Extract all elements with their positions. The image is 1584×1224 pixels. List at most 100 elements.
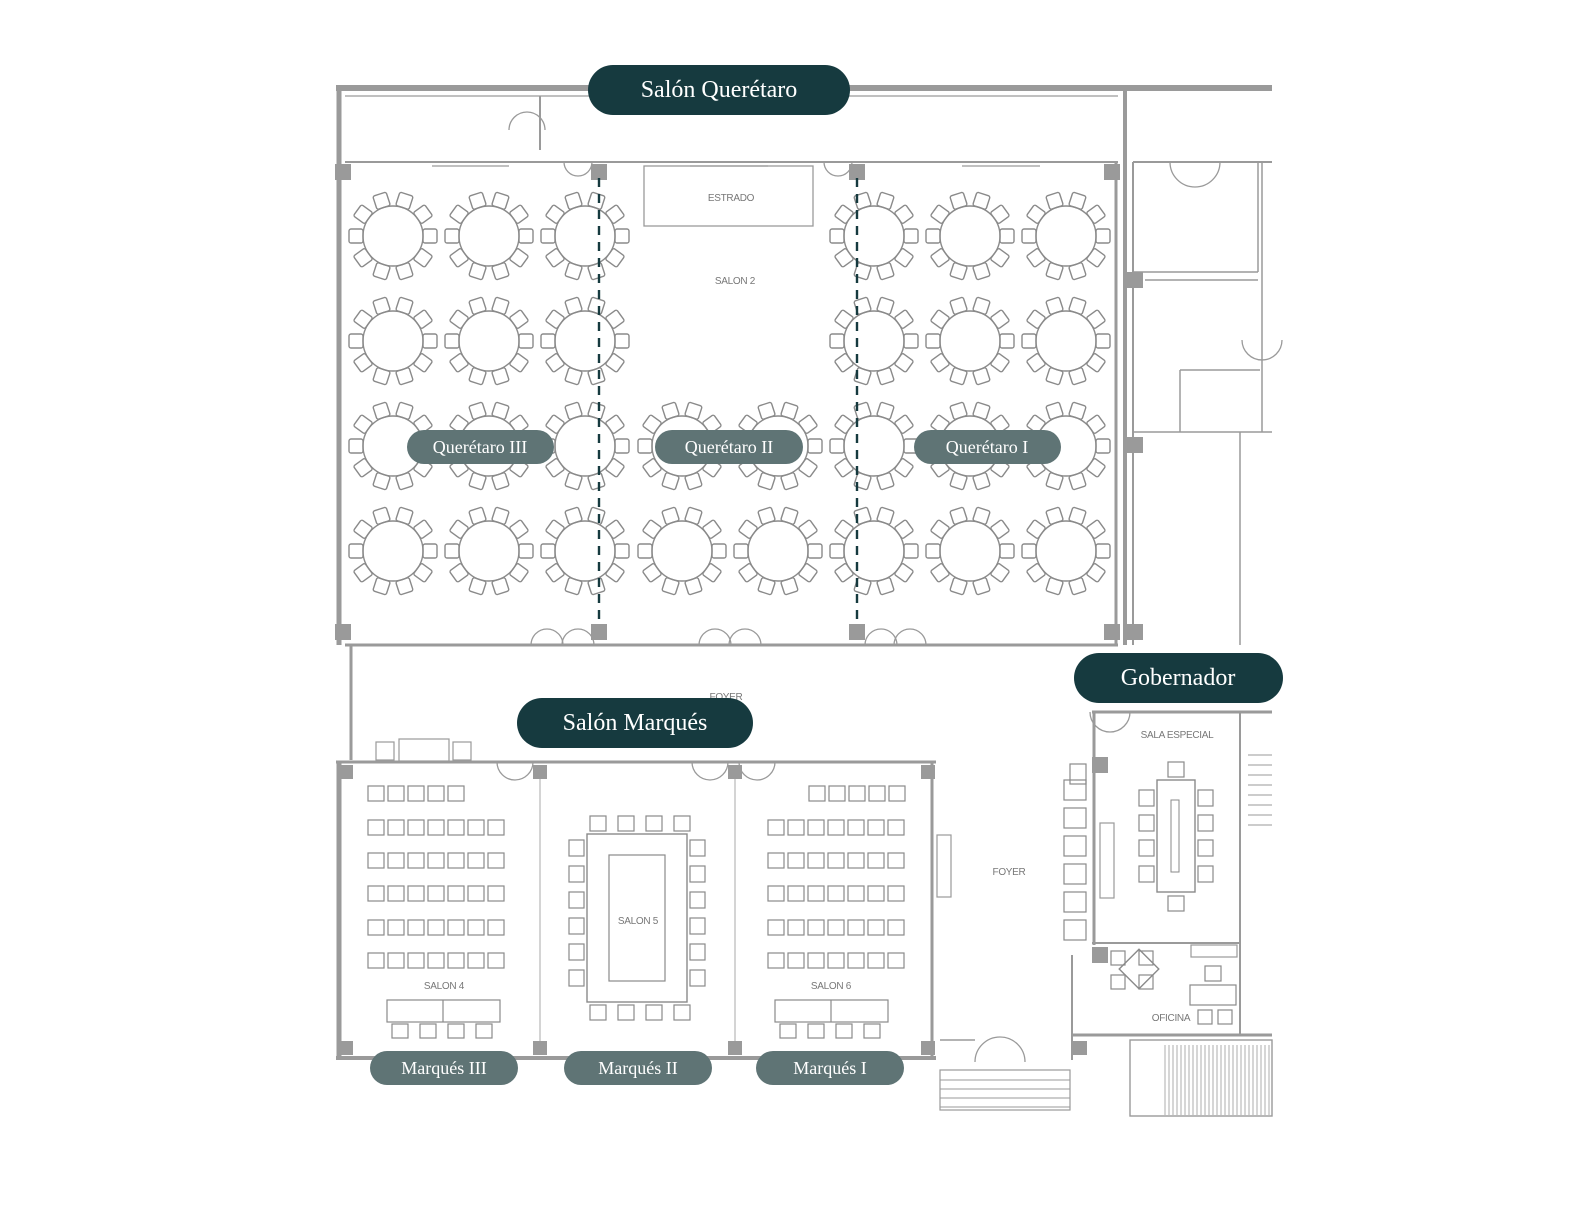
- seat: [689, 969, 706, 987]
- chair: [372, 472, 391, 491]
- chair: [780, 401, 799, 420]
- seat: [827, 919, 845, 936]
- chair: [972, 367, 991, 386]
- chair: [413, 309, 433, 329]
- chair: [509, 248, 529, 268]
- chair: [587, 506, 606, 525]
- chair: [1021, 543, 1037, 559]
- chair: [853, 262, 872, 281]
- header-pill-salon-marques[interactable]: Salón Marqués: [517, 698, 753, 748]
- seat: [807, 885, 825, 902]
- section-pill-marques-1[interactable]: Marqués I: [756, 1051, 904, 1085]
- column: [533, 765, 547, 779]
- chair: [491, 401, 510, 420]
- seat: [407, 785, 425, 802]
- chair: [1068, 367, 1087, 386]
- chair: [876, 191, 895, 210]
- room-label-salon-6: SALON 6: [811, 981, 852, 992]
- seat: [689, 839, 706, 857]
- door-swing: [728, 628, 762, 646]
- chair: [491, 577, 510, 596]
- lobby-chair: [1063, 891, 1087, 913]
- section-pill-marques-3[interactable]: Marqués III: [370, 1051, 518, 1085]
- round-table-set: [348, 401, 438, 491]
- seat: [1138, 974, 1154, 990]
- round-table-set: [444, 506, 534, 596]
- chair: [738, 519, 758, 539]
- section-pill-marques-2[interactable]: Marqués II: [564, 1051, 712, 1085]
- section-pill-queretaro-3[interactable]: Querétaro III: [407, 430, 554, 464]
- header-pill-salon-queretaro[interactable]: Salón Querétaro: [588, 65, 850, 115]
- round-table-set: [829, 191, 919, 281]
- chair: [509, 309, 529, 329]
- seat: [867, 819, 885, 836]
- lobby-chair: [1063, 919, 1087, 941]
- seat: [419, 1023, 437, 1039]
- board-table: [1156, 779, 1196, 893]
- seat: [568, 917, 585, 935]
- seat: [487, 885, 505, 902]
- seat: [367, 885, 385, 902]
- seat: [487, 952, 505, 969]
- seat: [689, 917, 706, 935]
- chair: [1095, 438, 1111, 454]
- chair: [353, 204, 373, 224]
- chair: [780, 472, 799, 491]
- chair: [468, 577, 487, 596]
- section-pill-queretaro-2[interactable]: Querétaro II: [655, 430, 803, 464]
- chair: [413, 353, 433, 373]
- seat: [568, 839, 585, 857]
- door-swing: [1241, 339, 1283, 361]
- seat: [767, 885, 785, 902]
- chair: [949, 262, 968, 281]
- room-label-sala-especial: SALA ESPECIAL: [1141, 730, 1215, 741]
- seat: [787, 819, 805, 836]
- chair: [468, 262, 487, 281]
- chair: [894, 204, 914, 224]
- chair: [829, 333, 845, 349]
- seat: [787, 919, 805, 936]
- chair: [395, 577, 414, 596]
- chair: [780, 577, 799, 596]
- seat: [447, 1023, 465, 1039]
- seat: [367, 785, 385, 802]
- chair: [834, 563, 854, 583]
- seat: [387, 819, 405, 836]
- seat: [1197, 839, 1214, 857]
- seat: [867, 885, 885, 902]
- section-pill-queretaro-1[interactable]: Querétaro I: [914, 430, 1061, 464]
- chair: [353, 414, 373, 434]
- chair: [930, 248, 950, 268]
- seat: [427, 885, 445, 902]
- column: [1127, 272, 1143, 288]
- svg-text:Gobernador: Gobernador: [1121, 665, 1236, 691]
- seat: [447, 919, 465, 936]
- chair: [925, 333, 941, 349]
- svg-text:Marqués I: Marqués I: [793, 1058, 866, 1078]
- round-table-set: [540, 401, 630, 491]
- lobby-chair: [1069, 763, 1087, 785]
- chair: [1086, 563, 1106, 583]
- round-table-set: [925, 506, 1015, 596]
- header-pill-gobernador[interactable]: Gobernador: [1074, 653, 1283, 703]
- seat: [807, 819, 825, 836]
- chair: [990, 519, 1010, 539]
- chair: [444, 543, 460, 559]
- column: [1104, 164, 1120, 180]
- chair: [422, 543, 438, 559]
- svg-text:Marqués II: Marqués II: [598, 1058, 677, 1078]
- seat: [367, 919, 385, 936]
- svg-text:Salón Marqués: Salón Marqués: [563, 710, 708, 736]
- chair: [372, 296, 391, 315]
- seat: [847, 852, 865, 869]
- seat: [447, 852, 465, 869]
- seat: [1197, 1009, 1213, 1025]
- chair: [395, 296, 414, 315]
- lobby-chair: [1063, 779, 1087, 801]
- chair: [949, 367, 968, 386]
- chair: [949, 191, 968, 210]
- round-table-set: [733, 506, 823, 596]
- seat: [447, 952, 465, 969]
- chair: [829, 543, 845, 559]
